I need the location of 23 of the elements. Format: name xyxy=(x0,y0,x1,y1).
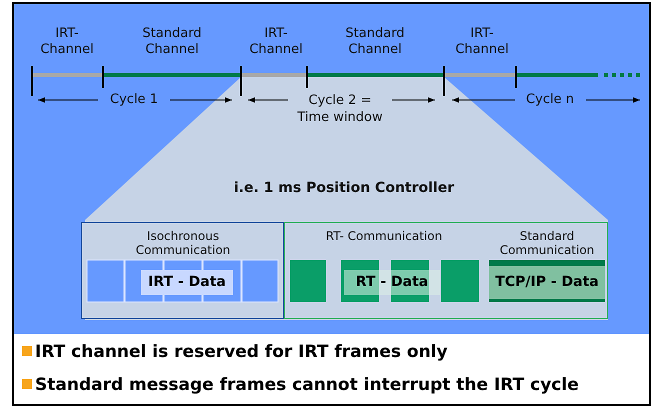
communication-panel xyxy=(284,222,608,319)
channel-label: Standard Channel xyxy=(344,26,406,58)
bullet-text: IRT channel is reserved for IRT frames only xyxy=(35,342,448,362)
data-frame-label xyxy=(141,270,233,295)
frame-label: RT - Data xyxy=(354,273,430,292)
frame-label: TCP/IP - Data xyxy=(494,273,600,292)
frame-label: IRT - Data xyxy=(147,273,227,292)
panel-heading: Isochronous Communication xyxy=(134,229,232,257)
window-title: i.e. 1 ms Position Controller xyxy=(234,180,454,196)
data-frame-label xyxy=(489,266,605,299)
panel-heading: Standard Communication xyxy=(498,229,596,257)
cycle-label: Cycle n xyxy=(525,92,575,108)
panel-heading: RT- Communication xyxy=(324,229,444,243)
cycle-label: Cycle 2 = Time window xyxy=(296,92,384,126)
bullet-text: Standard message frames cannot interrupt the IRT cycle xyxy=(35,375,579,395)
channel-label: IRT- Channel xyxy=(454,26,510,58)
communication-panel xyxy=(81,222,284,319)
channel-label: IRT- Channel xyxy=(248,26,304,58)
channel-label: Standard Channel xyxy=(141,26,203,58)
channel-label: IRT- Channel xyxy=(39,26,95,58)
cycle-label: Cycle 1 xyxy=(109,92,159,108)
data-frame-label xyxy=(344,270,440,295)
controller-window xyxy=(81,77,608,320)
